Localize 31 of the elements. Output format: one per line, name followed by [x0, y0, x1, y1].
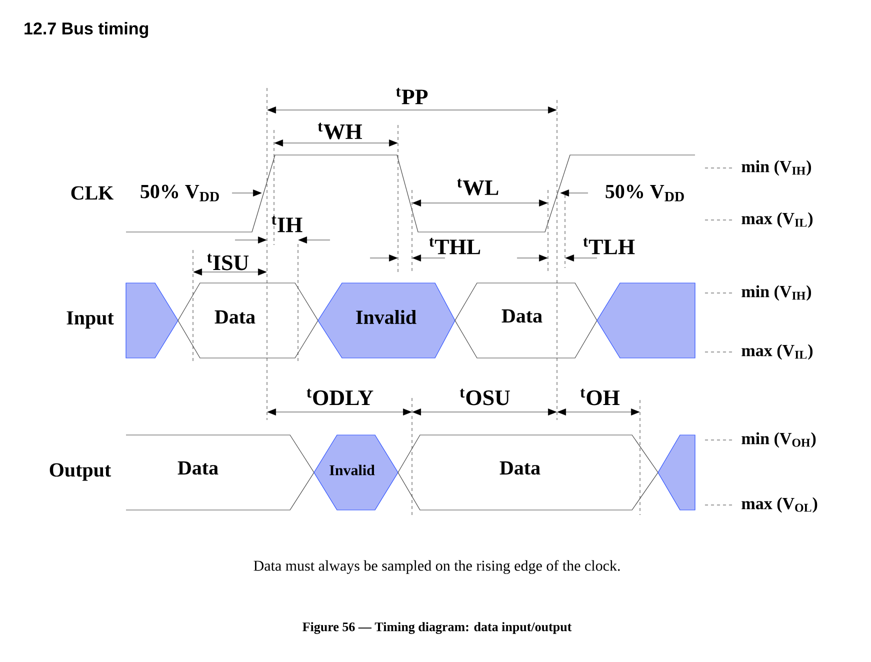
- timing-label: $^{t}$WL: [457, 178, 498, 196]
- signal-segment: Invalid: [314, 434, 398, 510]
- timing-label: $^{t}$OH: [580, 388, 620, 406]
- invalid-segment: [126, 282, 178, 358]
- level-label: max (V$_{OL}$): [742, 497, 818, 513]
- level-label: min (V$_{IH}$): [742, 160, 812, 176]
- timing-label: $^{t}$ISU: [207, 254, 249, 270]
- level-label: 50% V$_{DD}$: [606, 184, 684, 202]
- note-text: Data must always be sampled on the rising edge of the clock.: [254, 560, 620, 574]
- timing-label: $^{t}$ODLY: [306, 388, 374, 406]
- level-label: 50% V$_{DD}$: [140, 184, 219, 202]
- level-label: max (V$_{IL}$): [742, 212, 813, 228]
- timing-label: $^{t}$OSU: [460, 388, 510, 406]
- timing-label: $^{t}$TLH: [583, 238, 635, 254]
- level-label: min (V$_{OH}$): [742, 432, 816, 448]
- invalid-segment: [658, 434, 696, 510]
- level-label: max (V$_{IL}$): [742, 344, 813, 360]
- timing-label: $^{t}$PP: [396, 88, 428, 104]
- signal-segment: Data: [126, 434, 314, 510]
- signal-segment: Data: [398, 434, 658, 510]
- timing-label: $^{t}$IH: [272, 216, 302, 232]
- timing-label: $^{t}$THL: [429, 238, 480, 254]
- signal-name: CLK: [71, 186, 114, 200]
- signal-segment: Data: [178, 282, 318, 358]
- signal-segment: Data: [454, 282, 598, 358]
- figure-caption: Figure 56 — Timing diagram: data input/output: [302, 622, 572, 634]
- signal-segment: Invalid: [318, 282, 456, 358]
- level-label: min (V$_{IH}$): [742, 285, 812, 301]
- timing-label: $^{t}$WH: [318, 122, 362, 140]
- invalid-segment: [596, 282, 696, 358]
- section-heading: 12.7 Bus timing: [24, 22, 148, 38]
